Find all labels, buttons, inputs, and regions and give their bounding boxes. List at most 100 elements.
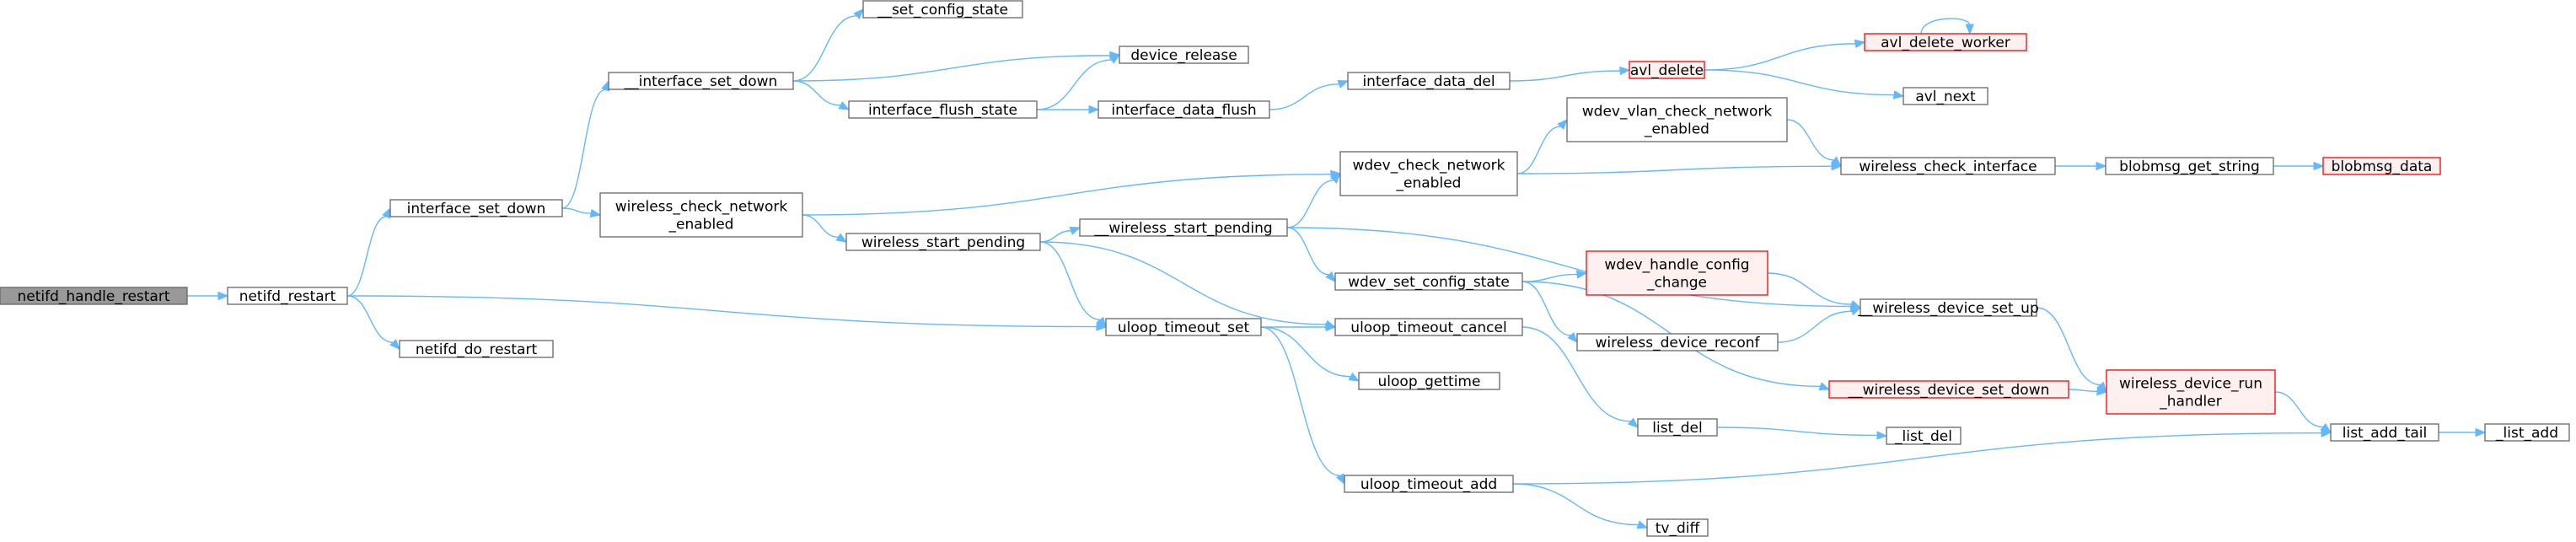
edge-line [1704, 43, 1856, 71]
edge-wireless_start_pending-to-uloop_timeout_cancel [1039, 241, 1337, 329]
node-_list_add[interactable]: _list_add [2484, 423, 2570, 442]
node-avl_delete_worker[interactable]: avl_delete_worker [1864, 33, 2027, 51]
node-label: avl_delete_worker [1881, 35, 2010, 51]
edge-line [561, 207, 592, 214]
node-list_del[interactable]: list_del [1637, 418, 1718, 437]
node-box [1902, 87, 1988, 105]
node-wdev_handle_config_change[interactable]: wdev_handle_config_change [1586, 250, 1768, 296]
node-label: uloop_timeout_add [1360, 476, 1497, 493]
arrow-head [1818, 382, 1831, 391]
node-label: __wireless_start_pending [1093, 220, 1272, 237]
node-_list_del[interactable]: _list_del [1886, 427, 1962, 445]
edge-uloop_timeout_add-to-list_add_tail [1512, 428, 2332, 485]
arrow-head [217, 291, 229, 301]
arrow-head [1325, 271, 1336, 282]
edges-layer [186, 8, 2487, 529]
node-wireless_device_run_handler[interactable]: wireless_device_run_handler [2106, 369, 2276, 415]
node-netifd_handle_restart[interactable]: netifd_handle_restart [0, 287, 188, 305]
node-label: interface_set_down [407, 201, 546, 217]
arrow-head [1892, 90, 1905, 99]
node-wireless_check_interface[interactable]: wireless_check_interface [1840, 157, 2056, 175]
edge-line [1704, 69, 1895, 96]
node-__wireless_device_set_down[interactable]: __wireless_device_set_down [1828, 380, 2069, 399]
node-__wireless_device_set_up[interactable]: __wireless_device_set_up [1857, 298, 2039, 317]
node-box [1097, 100, 1270, 119]
node-uloop_timeout_set[interactable]: uloop_timeout_set [1105, 318, 1262, 336]
node-__set_config_state[interactable]: __set_config_state [862, 0, 1023, 19]
edge-line [346, 295, 394, 343]
edge-wdev_handle_config_change-to-__wireless_device_set_up [1767, 272, 1862, 309]
node-avl_delete[interactable]: avl_delete [1629, 61, 1705, 79]
node-avl_next[interactable]: avl_next [1902, 87, 1988, 105]
edge-netifd_handle_restart-to-netifd_restart [186, 291, 229, 301]
node-uloop_timeout_add[interactable]: uloop_timeout_add [1344, 475, 1514, 493]
edge-wireless_start_pending-to-__wireless_start_pending [1039, 226, 1081, 243]
node-wireless_device_reconf[interactable]: wireless_device_reconf [1576, 333, 1779, 351]
node-wdev_set_config_state[interactable]: wdev_set_config_state [1334, 272, 1523, 291]
arrow-head [1830, 156, 1843, 167]
node-label: __wireless_device_set_down [1848, 382, 2050, 399]
node-box [608, 72, 794, 90]
node-wdev_vlan_check_network_enabled[interactable]: wdev_vlan_check_network_enabled [1566, 97, 1788, 142]
node-label: avl_next [1915, 89, 1976, 105]
node-interface_flush_state[interactable]: interface_flush_state [848, 100, 1038, 119]
node-interface_data_flush[interactable]: interface_data_flush [1097, 100, 1270, 119]
node-label: list_add_tail [2343, 425, 2428, 442]
node-wireless_start_pending[interactable]: wireless_start_pending [845, 233, 1041, 251]
node-blobmsg_get_string[interactable]: blobmsg_get_string [2105, 157, 2274, 175]
node-device_release[interactable]: device_release [1119, 46, 1249, 64]
node-__wireless_start_pending[interactable]: __wireless_start_pending [1079, 218, 1288, 237]
node-list_add_tail[interactable]: list_add_tail [2330, 423, 2439, 442]
node-netifd_do_restart[interactable]: netifd_do_restart [399, 340, 554, 358]
edge-line [802, 174, 1332, 216]
node-tv_diff[interactable]: tv_diff [1646, 518, 1709, 537]
node-label: interface_data_del [1362, 73, 1495, 90]
arrow-head [1849, 307, 1862, 316]
edge-line [1269, 83, 1339, 110]
node-box [1334, 318, 1523, 336]
node-interface_data_del[interactable]: interface_data_del [1347, 72, 1511, 90]
node-label: _list_add [2495, 425, 2558, 442]
node-uloop_gettime[interactable]: uloop_gettime [1358, 372, 1500, 390]
node-label: netifd_handle_restart [17, 288, 169, 305]
node-box [1629, 61, 1705, 79]
node-uloop_timeout_cancel[interactable]: uloop_timeout_cancel [1334, 318, 1523, 336]
edge-line [1512, 432, 2322, 485]
edge-blobmsg_get_string-to-blobmsg_data [2273, 161, 2325, 171]
edge-netifd_restart-to-uloop_timeout_set [346, 295, 1108, 331]
node-label: device_release [1130, 47, 1237, 64]
node-box [1566, 97, 1788, 142]
edge-uloop_timeout_cancel-to-list_del [1521, 326, 1639, 428]
node-wdev_check_network_enabled[interactable]: wdev_check_network_enabled [1339, 151, 1518, 196]
arrow-head [1096, 322, 1108, 331]
arrow-head [1325, 322, 1337, 332]
node-label: _list_del [1894, 428, 1952, 445]
arrow-head [2475, 427, 2487, 437]
node-box [1637, 418, 1718, 437]
node-label: uloop_timeout_cancel [1350, 319, 1506, 336]
arrow-head [835, 233, 848, 243]
edge-wdev_set_config_state-to-wireless_device_reconf [1521, 281, 1578, 343]
node-wireless_check_network_enabled[interactable]: wireless_check_network_enabled [599, 192, 803, 238]
node-label: _handler [2159, 394, 2221, 411]
node-box [2106, 369, 2276, 415]
node-label: avl_delete [1630, 62, 1704, 79]
edge-line [561, 89, 606, 209]
node-box [1886, 427, 1962, 445]
node-netifd_restart[interactable]: netifd_restart [227, 287, 348, 305]
node-__interface_set_down[interactable]: __interface_set_down [608, 72, 794, 90]
node-blobmsg_data[interactable]: blobmsg_data [2322, 157, 2441, 175]
edge-line [1786, 119, 1834, 161]
arrow-head [853, 8, 864, 19]
node-box [1646, 518, 1709, 537]
edge-line [1039, 241, 1101, 320]
edge-__wireless_start_pending-to-wdev_check_network_enabled [1286, 173, 1341, 228]
node-box [1586, 250, 1768, 296]
node-box [862, 0, 1023, 19]
arrow-head [2096, 161, 2107, 171]
edge-line [1920, 18, 1971, 35]
edge-uloop_timeout_set-to-uloop_timeout_cancel [1260, 322, 1337, 332]
node-interface_set_down[interactable]: interface_set_down [389, 199, 563, 217]
node-box [1828, 380, 2069, 399]
